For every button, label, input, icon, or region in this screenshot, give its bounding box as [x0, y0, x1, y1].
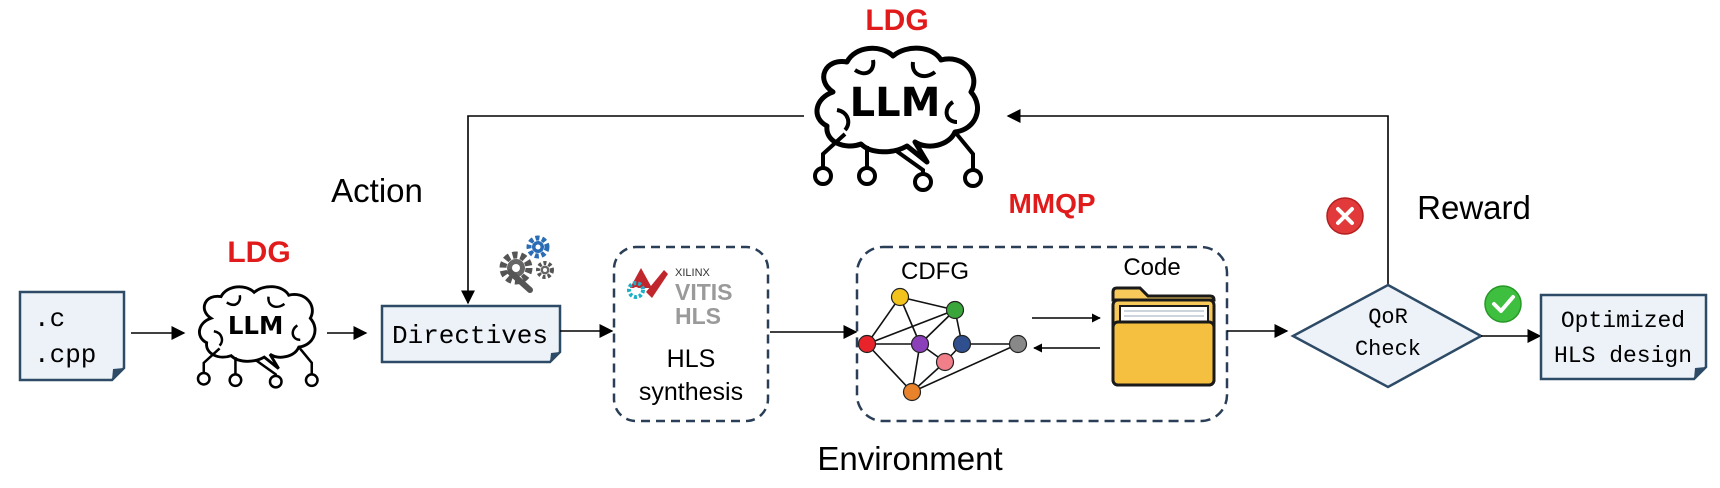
llm-label-large: LLM	[850, 80, 941, 126]
action-label: Action	[331, 172, 423, 209]
vitis-text: VITIS	[675, 279, 733, 305]
hls-synthesis-box: XILINX VITIS HLS HLS synthesis	[612, 245, 770, 423]
ldg-label-top: LDG	[865, 4, 928, 37]
gears-icon	[499, 235, 554, 293]
input-source-file: .c .cpp	[18, 290, 126, 382]
directives-box: Directives	[380, 304, 562, 364]
qor-check-diamond: QoR Check	[1290, 283, 1484, 389]
cross-icon	[1326, 197, 1364, 235]
qor-line1: QoR	[1368, 305, 1408, 330]
cdfg-node	[1008, 334, 1028, 354]
output-line2: HLS design	[1554, 343, 1692, 369]
cdfg-node	[902, 382, 922, 402]
reward-label: Reward	[1417, 189, 1531, 226]
check-icon	[1484, 285, 1522, 323]
cdfg-node	[910, 334, 930, 354]
llm-label-small: LLM	[228, 311, 284, 340]
mmqp-label: MMQP	[1008, 188, 1095, 219]
optimized-output-file: Optimized HLS design	[1539, 293, 1708, 381]
environment-box: CDFG Code	[855, 245, 1229, 423]
input-file-ext-c: .c	[34, 304, 65, 334]
cdfg-node	[952, 334, 972, 354]
xilinx-text: XILINX	[675, 267, 711, 279]
action-arrow	[461, 115, 804, 305]
cdfg-node	[935, 352, 955, 372]
output-line1: Optimized	[1561, 308, 1685, 334]
folder-icon	[1111, 286, 1216, 387]
llm-brain-icon-small: LLM	[196, 285, 319, 389]
vitis-gear-icon	[627, 281, 645, 299]
cdfg-node	[890, 287, 910, 307]
cdfg-node	[857, 334, 877, 354]
ldg-label-left: LDG	[227, 236, 290, 269]
vitis-hls-text: HLS	[675, 303, 721, 329]
environment-label: Environment	[817, 440, 1002, 477]
cdfg-node	[945, 300, 965, 320]
reward-feedback-arrow	[1006, 109, 1389, 285]
cdfg-title: CDFG	[901, 258, 969, 285]
qor-line2: Check	[1355, 337, 1421, 362]
vitis-hls-logo: XILINX VITIS HLS	[627, 267, 733, 329]
directives-label: Directives	[392, 321, 548, 351]
llm-brain-icon-large: LLM	[813, 45, 983, 192]
hls-caption-line1: HLS	[667, 345, 716, 373]
input-file-ext-cpp: .cpp	[34, 340, 96, 370]
cdfg-graph	[857, 287, 1028, 402]
hls-caption-line2: synthesis	[639, 378, 743, 406]
code-title: Code	[1123, 254, 1180, 281]
